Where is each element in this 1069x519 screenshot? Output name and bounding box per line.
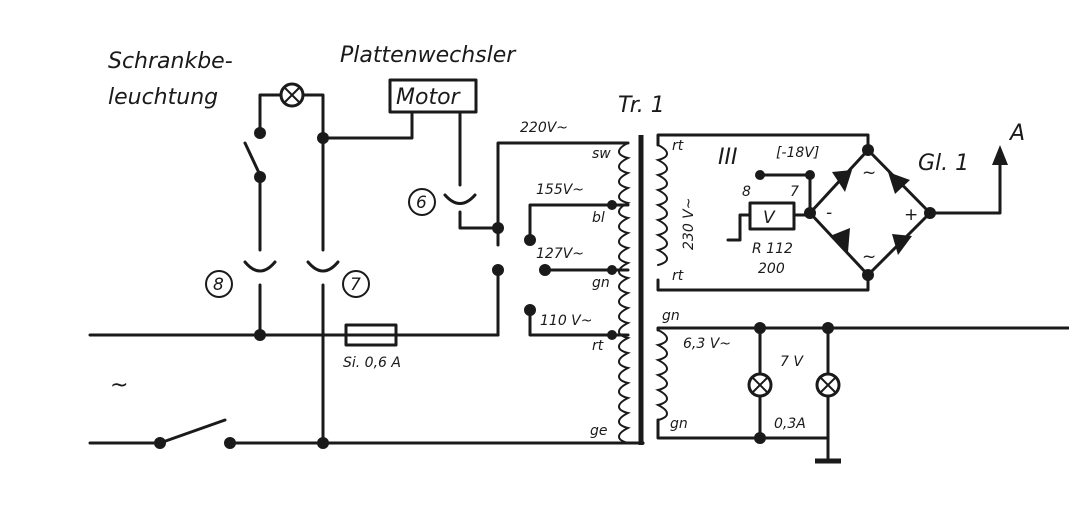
fuse-label: Si. 0,6 A xyxy=(343,355,401,371)
mains-switch-blade xyxy=(158,418,227,445)
heater-line-top xyxy=(656,326,1069,332)
label-plus: + xyxy=(904,205,918,225)
label-127v: 127V~ xyxy=(536,246,584,262)
label-rt-sec-bottom: rt xyxy=(672,268,684,284)
connector-7-plug-icon xyxy=(306,260,340,273)
secondary-winding-hv xyxy=(655,144,668,266)
primary-taps: 155V~ 127V~ 110 V~ sw bl gn rt ge xyxy=(524,146,630,439)
lamp-wire-right xyxy=(301,93,325,140)
label-tr1: Tr. 1 xyxy=(618,93,665,118)
label-plattenwechsler: Plattenwechsler xyxy=(340,43,517,68)
label-relay-v: V xyxy=(763,208,776,228)
heater-line-bottom xyxy=(656,418,830,440)
record-changer-motor: Plattenwechsler Motor 6 xyxy=(321,43,517,230)
label-rt-sec-top: rt xyxy=(672,138,684,154)
label-155v: 155V~ xyxy=(536,182,584,198)
dial-lamp-1-icon xyxy=(747,372,773,398)
label-pin-7: 7 xyxy=(790,184,799,200)
relay-box xyxy=(748,201,796,231)
label-220v: 220V~ xyxy=(520,120,568,136)
lamp-switch-blade xyxy=(243,141,262,177)
diode-icon-tl xyxy=(832,170,852,192)
connector-7-label: 7 xyxy=(350,275,361,295)
primary-feed: Si. 0,6 A 220V~ xyxy=(343,120,630,371)
label-200: 200 xyxy=(758,261,785,277)
label-r112: R 112 xyxy=(752,241,793,257)
diode-icon-br xyxy=(892,234,912,255)
label-roman-3: III xyxy=(718,145,737,170)
dial-lamp-2-icon xyxy=(815,372,841,398)
motor-wire-left xyxy=(321,110,414,140)
label-230v: 230 V~ xyxy=(681,198,697,250)
mains-symbol: ~ xyxy=(110,373,128,398)
label-ac-top: ~ xyxy=(862,163,876,183)
label-output-a: A xyxy=(1008,121,1025,146)
label-gn-sec-bottom: gn xyxy=(670,416,688,432)
heater-section: 7 V 0,3A xyxy=(656,322,1069,464)
label-minus-18v: [-18V] xyxy=(776,145,819,161)
connector-8-label: 8 xyxy=(213,275,224,295)
diode-icon-bl xyxy=(830,228,850,252)
diode-icon-tr xyxy=(888,172,910,194)
label-pin-8: 8 xyxy=(742,184,751,200)
label-gl1: Gl. 1 xyxy=(918,151,969,176)
motor-box xyxy=(388,78,478,114)
label-ge: ge xyxy=(590,423,608,439)
connector-7-marker xyxy=(342,270,370,298)
label-6-3v: 6,3 V~ xyxy=(683,336,731,352)
label-gn-primary: gn xyxy=(592,275,610,291)
secondary-winding-heater xyxy=(655,329,668,421)
transformer-tr1: Tr. 1 rt rt 230 V~ gn gn 6,3 V~ xyxy=(618,93,731,445)
label-schrank-2: leuchtung xyxy=(108,85,218,110)
rectifier-section: III [-18V] 8 7 V R 112 200 ~ ~ - + Gl. 1… xyxy=(656,121,1025,292)
output-wire xyxy=(928,158,1002,215)
connector-8-marker xyxy=(205,270,233,298)
label-bl: bl xyxy=(592,210,605,226)
label-schrank-1: Schrankbe- xyxy=(108,49,233,74)
mains-input: ~ xyxy=(88,333,645,449)
connector-6-marker xyxy=(408,188,436,216)
label-110v: 110 V~ xyxy=(540,313,592,329)
connector-8-plug-icon xyxy=(243,260,277,273)
primary-winding xyxy=(618,142,631,444)
label-gn-sec-top: gn xyxy=(662,308,680,324)
label-sw: sw xyxy=(592,146,611,162)
feed-220v xyxy=(496,141,630,247)
label-minus: - xyxy=(826,203,832,223)
label-motor: Motor xyxy=(396,85,462,110)
connector-7-branch: 7 xyxy=(306,132,370,449)
label-7v: 7 V xyxy=(780,354,804,370)
cabinet-lamp-branch: Schrankbe- leuchtung 8 xyxy=(108,49,325,341)
label-0-3a: 0,3A xyxy=(774,416,806,432)
output-arrow-icon xyxy=(992,145,1008,165)
connector-6-label: 6 xyxy=(416,193,427,213)
label-rt-primary: rt xyxy=(592,338,604,354)
lamp-wire-left xyxy=(258,93,283,135)
label-ac-bottom: ~ xyxy=(862,247,876,267)
connector-6-plug-icon xyxy=(443,193,477,205)
